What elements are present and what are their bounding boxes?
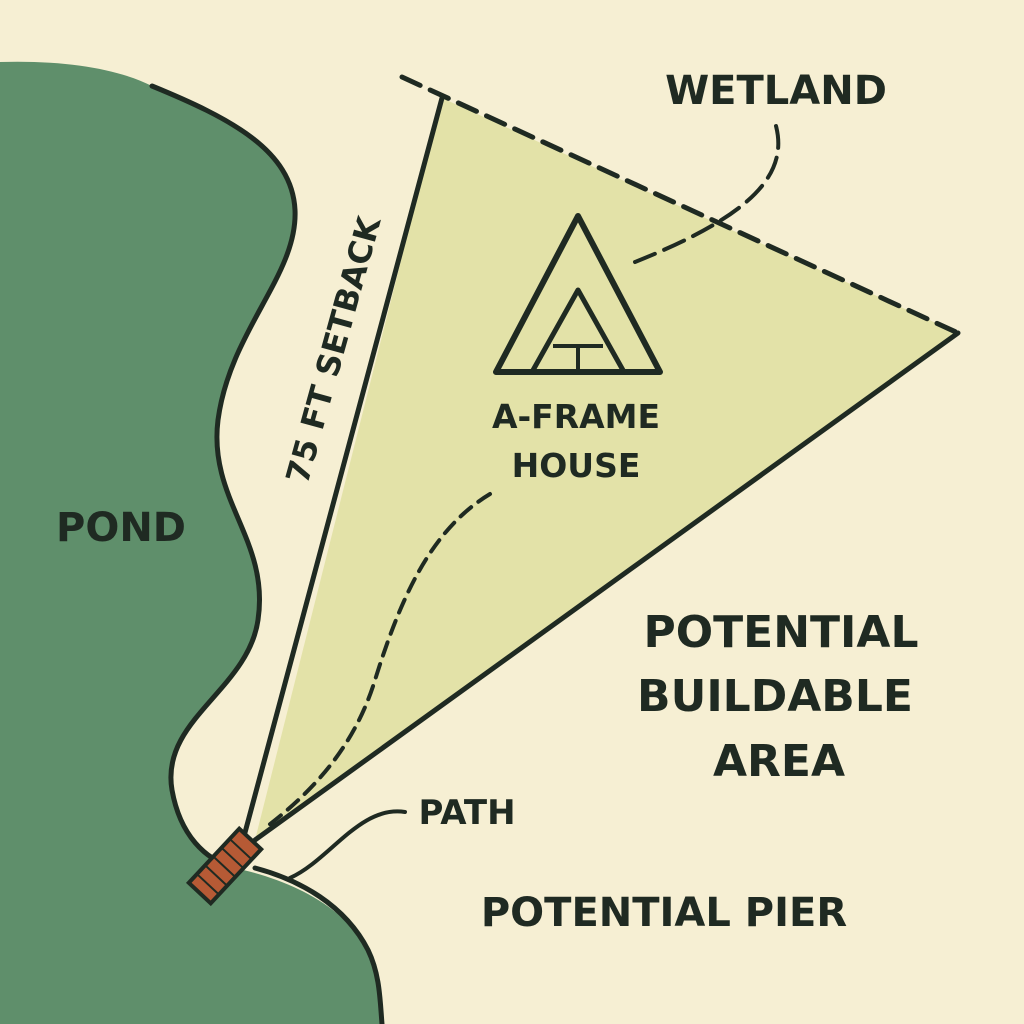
wetland-leader-line	[633, 124, 781, 264]
path-label: PATH	[418, 793, 515, 833]
buildable-area-shape	[255, 98, 958, 840]
path-line	[263, 492, 492, 830]
wetland-boundary-line	[399, 74, 961, 336]
buildable-label-line3: AREA	[713, 736, 845, 787]
path-leader-line	[288, 809, 407, 880]
pond-shoreline	[149, 83, 298, 871]
buildable-label-line2: BUILDABLE	[637, 671, 913, 722]
buildable-label-line1: POTENTIAL	[643, 607, 918, 658]
house-label-line2: HOUSE	[512, 446, 641, 485]
pond-shoreline-south	[252, 865, 385, 1024]
buildable-area-south-edge	[252, 330, 961, 843]
pier-label: POTENTIAL PIER	[481, 890, 847, 936]
wetland-label: WETLAND	[665, 68, 887, 114]
pond-label: POND	[56, 505, 186, 551]
pond-shape	[0, 61, 382, 1024]
a-frame-house-icon	[493, 213, 663, 375]
setback-line	[240, 95, 445, 843]
pier-icon	[185, 825, 265, 907]
house-label-line1: A-FRAME	[492, 397, 660, 436]
